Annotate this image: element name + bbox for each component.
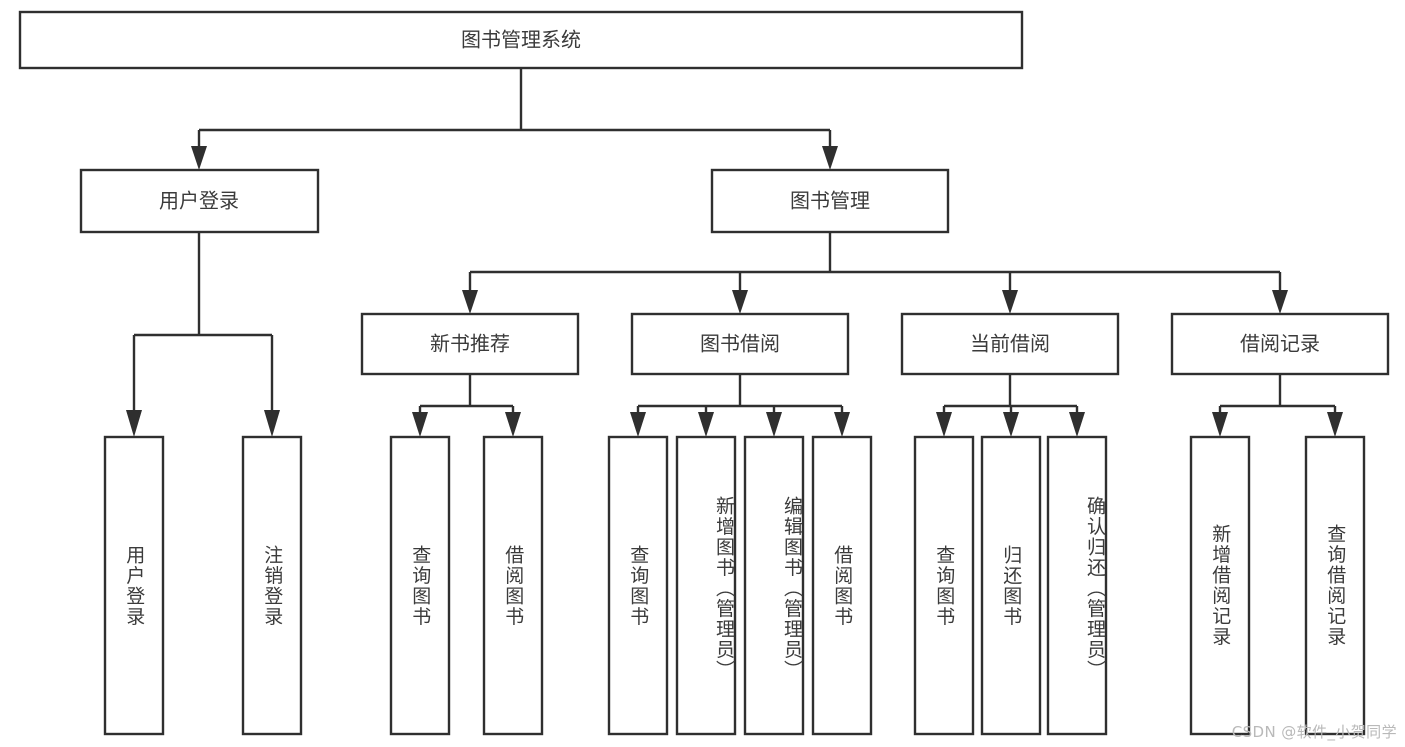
- node-borrow-record-box[interactable]: [1170, 312, 1390, 376]
- node-leaf-return-book-box[interactable]: [980, 435, 1042, 736]
- node-root-label: 图书管理系统: [461, 28, 581, 52]
- node-root-box[interactable]: [18, 10, 1024, 70]
- arrow-head-new-book-recommend: [462, 290, 478, 314]
- node-new-book-recommend-box[interactable]: [360, 312, 580, 376]
- node-current-borrow[interactable]: 当前借阅: [900, 312, 1120, 376]
- arrow-head-user-login: [191, 146, 207, 170]
- node-new-book-recommend[interactable]: 新书推荐: [360, 312, 580, 376]
- arrow-head-leaf-confirm-return: [1069, 412, 1085, 437]
- node-leaf-confirm-return-box[interactable]: [1046, 435, 1108, 736]
- arrow-head-leaf-return-book: [1003, 412, 1019, 437]
- node-borrow-record[interactable]: 借阅记录: [1170, 312, 1390, 376]
- node-current-borrow-box[interactable]: [900, 312, 1120, 376]
- arrow-head-leaf-user-login: [126, 410, 142, 437]
- node-book-manage[interactable]: 图书管理: [710, 168, 950, 234]
- arrow-head-leaf-user-logout: [264, 410, 280, 437]
- node-leaf-add-record-box[interactable]: [1189, 435, 1251, 736]
- node-leaf-query-book-2-box[interactable]: [607, 435, 669, 736]
- arrow-head-leaf-query-book-2: [630, 412, 646, 437]
- arrow-head-book-borrow: [732, 290, 748, 314]
- node-leaf-borrow-book-2-box[interactable]: [811, 435, 873, 736]
- node-borrow-record-label: 借阅记录: [1240, 332, 1320, 356]
- arrow-head-leaf-edit-book: [766, 412, 782, 437]
- node-leaf-user-login-box[interactable]: [103, 435, 165, 736]
- arrow-head-leaf-borrow-book-2: [834, 412, 850, 437]
- node-leaf-query-book-1-box[interactable]: [389, 435, 451, 736]
- arrow-head-book-manage: [822, 146, 838, 170]
- node-leaf-user-logout-box[interactable]: [241, 435, 303, 736]
- node-leaf-edit-book-box[interactable]: [743, 435, 805, 736]
- node-layer: 图书管理系统 用户登录 图书管理 新书推荐 图书借阅: [18, 10, 1390, 736]
- node-book-borrow[interactable]: 图书借阅: [630, 312, 850, 376]
- arrow-head-leaf-query-book-1: [412, 412, 428, 437]
- arrow-head-borrow-record: [1272, 290, 1288, 314]
- node-book-manage-box[interactable]: [710, 168, 950, 234]
- arrow-head-leaf-borrow-book-1: [505, 412, 521, 437]
- node-book-borrow-label: 图书借阅: [700, 332, 780, 356]
- node-user-login-label: 用户登录: [159, 189, 239, 213]
- arrow-head-leaf-query-book-3: [936, 412, 952, 437]
- node-book-manage-label: 图书管理: [790, 189, 870, 213]
- node-leaf-add-book-box[interactable]: [675, 435, 737, 736]
- arrow-head-leaf-add-record: [1212, 412, 1228, 437]
- connector-layer: [126, 68, 1343, 437]
- csdn-watermark: CSDN @软件_小贺同学: [1231, 723, 1397, 741]
- node-leaf-query-record-box[interactable]: [1304, 435, 1366, 736]
- node-user-login[interactable]: 用户登录: [79, 168, 320, 234]
- arrow-head-current-borrow: [1002, 290, 1018, 314]
- node-book-borrow-box[interactable]: [630, 312, 850, 376]
- node-user-login-box[interactable]: [79, 168, 320, 234]
- node-leaf-query-book-3-box[interactable]: [913, 435, 975, 736]
- node-current-borrow-label: 当前借阅: [970, 332, 1050, 356]
- node-new-book-recommend-label: 新书推荐: [430, 332, 510, 356]
- arrow-head-leaf-add-book: [698, 412, 714, 437]
- arrow-head-leaf-query-record: [1327, 412, 1343, 437]
- node-root[interactable]: 图书管理系统: [18, 10, 1024, 70]
- node-leaf-borrow-book-1-box[interactable]: [482, 435, 544, 736]
